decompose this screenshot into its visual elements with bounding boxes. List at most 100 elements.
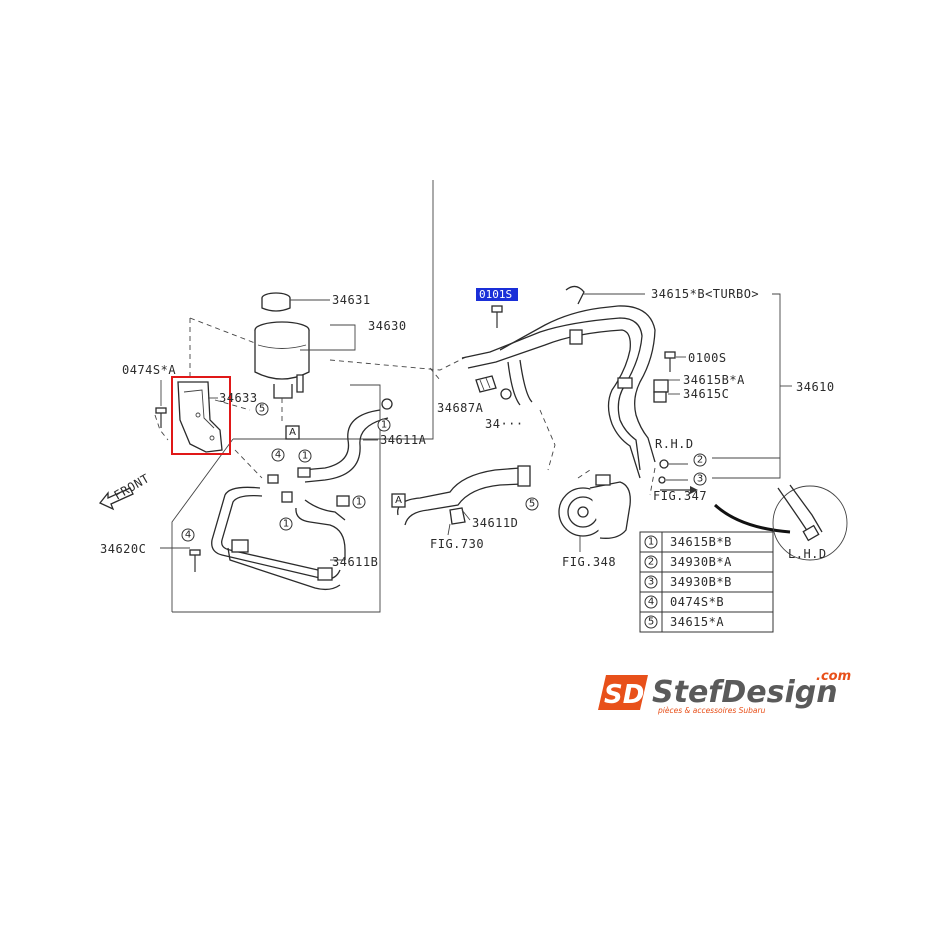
legend-part-number: 34930B*A [670,555,732,569]
callout-1-d: 1 [279,517,293,531]
label-34610: 34610 [796,380,835,394]
legend-part-number: 34615*A [670,615,724,629]
label-34630: 34630 [368,319,407,333]
svg-text:5: 5 [529,499,535,510]
bracket-34633 [177,381,223,453]
pipe-clip-34615ba [653,379,669,393]
dash-guide-8 [429,367,441,381]
reservoir-rim [257,344,307,349]
pump-frame-left [171,438,234,612]
legend-number: 1 [648,537,654,548]
label-fig730: FIG.730 [430,537,484,551]
leader-34630 [300,324,356,351]
pump-outlet [595,474,611,486]
pump-body [589,481,631,539]
fitting-bolt-4 [267,474,279,484]
highlight-0101s[interactable] [476,288,518,301]
oring-3 [658,476,666,484]
svg-text:3: 3 [697,474,703,485]
label-34611a: 34611A [380,433,427,447]
cooler-pipe-outer [211,486,341,580]
svg-text:1: 1 [283,519,289,530]
label-34631: 34631 [332,293,371,307]
dash-guide-7 [329,354,471,371]
pressure-line-mid [467,329,641,479]
pressure-pipe-down [519,359,533,403]
logo-mark-text: SD [604,680,644,710]
legend-part-number: 0474S*B [670,595,724,609]
front-arrow-icon [98,487,134,511]
callout-3-rhd: 3 [693,472,707,486]
reservoir-outlet [296,374,304,393]
logo-tagline: pièces & accessoires Subaru [657,706,766,715]
fitting-clamp-1 [297,467,311,478]
callout-4-b: 4 [181,528,195,542]
hose-34611d-end [517,465,531,487]
bracket-34633-fold [183,389,215,429]
label-34633: 34633 [219,391,258,405]
label-34615c: 34615C [683,387,729,401]
pipe-clip-turbo [565,285,585,305]
label-34620c: 34620C [100,542,146,556]
ref-box-a-2 [391,493,406,508]
label-0101s[interactable]: 0101S [479,288,512,301]
oring-2 [659,459,669,469]
legend-number-circle [644,615,658,629]
hose-34611b-edge [304,499,346,521]
dash-guide-6 [234,449,263,479]
label-34687a: 34687A [437,401,484,415]
legend-part-number: 34930B*B [670,575,732,589]
cooler-end-fitting [317,567,333,581]
label-34615ba: 34615B*A [683,373,745,387]
callout-1-a: 1 [377,418,391,432]
bolt-0101s-head [491,305,503,313]
dash-guide-11 [577,469,591,479]
clamp-34611d [449,507,466,525]
svg-text:2: 2 [697,455,703,466]
selected-part-box[interactable] [171,376,231,455]
svg-text:4: 4 [185,530,191,541]
callout-5-b: 5 [525,497,539,511]
cooler-bracket [231,539,249,553]
dash-guide-2 [189,317,256,344]
legend-number-circle [644,575,658,589]
hose-34611d-edge [404,483,523,526]
label-front: FRONT [112,471,152,502]
ref-box-a-1 [285,425,300,440]
label-0100s: 0100S [688,351,727,365]
legend-row [639,611,774,633]
pipe-clip-2 [617,377,633,389]
label-lhd: L.H.D [788,547,827,561]
cooler-pipe-lower [227,547,341,591]
callout-4-a: 4 [271,448,285,462]
label-fig347: FIG.347 [653,489,707,503]
sub-assembly-frame-left [233,180,434,440]
bolt-4-head [189,549,201,556]
bracket-hole-1 [195,412,201,418]
bolt-0474sa-head [155,407,167,414]
lhd-pointer [713,503,791,534]
legend-number: 3 [648,577,654,588]
label-34611b: 34611B [332,555,378,569]
callout-1-c: 1 [352,495,366,509]
hose-34611a [301,409,381,471]
legend-number: 5 [648,617,654,628]
label-0474sa: 0474S*A [122,363,176,377]
dash-guide-12 [649,467,656,496]
label-34615b-turbo: 34615*B<TURBO> [651,287,759,301]
svg-text:4: 4 [275,450,281,461]
dash-guide-9 [539,409,556,471]
logo-mark-bg [598,675,648,710]
hose-clamp-b [336,495,350,507]
label-34611d: 34611D [472,516,518,530]
label-rhd: R.H.D [655,437,694,451]
pressure-pipe-down-2 [507,361,521,406]
label-fig348: FIG.348 [562,555,616,569]
dash-guide-3 [214,399,251,411]
callout-1-b: 1 [298,449,312,463]
hose-34611b [295,507,346,560]
oring-34687 [500,388,512,400]
